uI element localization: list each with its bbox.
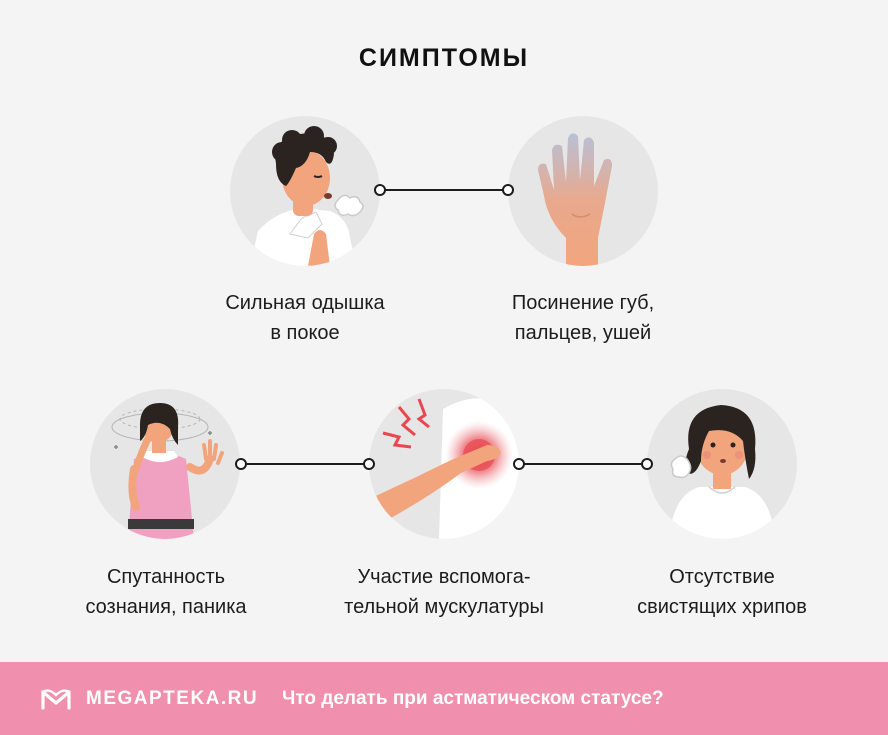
- symptom-label-cyanosis: Посинение губ, пальцев, ушей: [463, 288, 703, 348]
- hand-icon: [538, 133, 612, 266]
- symptom-label-line: тельной мускулатуры: [344, 596, 544, 618]
- symptom-label-line: пальцев, ушей: [514, 322, 652, 344]
- symptom-label-line: Спутанность: [106, 566, 226, 588]
- symptom-label-confusion: Спутанность сознания, паника: [40, 562, 292, 622]
- symptom-label-line: в покое: [270, 322, 340, 344]
- connector-dot: [513, 458, 525, 470]
- symptom-label-line: Отсутствие: [669, 566, 775, 588]
- footer-article-link[interactable]: Что делать при астматическом статусе?: [282, 688, 664, 709]
- symptom-image-cyanosis: [508, 116, 658, 266]
- breathless-man-icon: [250, 126, 364, 266]
- symptom-label-breathlessness: Сильная одышка в покое: [185, 288, 425, 348]
- connector-line-bottom-right: [519, 463, 647, 465]
- symptom-label-line: Участие вспомога-: [357, 566, 531, 588]
- symptom-image-breathlessness: [230, 116, 380, 266]
- footer-bar: MEGAPTEKA.RU Что делать при астматическо…: [0, 662, 888, 735]
- page-title: СИМПТОМЫ: [358, 44, 530, 72]
- symptom-label-no-wheezing: Отсутствие свистящих хрипов: [598, 562, 846, 622]
- connector-dot: [641, 458, 653, 470]
- symptom-image-confusion: [90, 389, 240, 539]
- dizzy-woman-icon: [111, 403, 224, 539]
- connector-line-top: [380, 189, 508, 191]
- symptom-label-line: Сильная одышка: [225, 292, 385, 314]
- symptom-image-accessory-muscles: [369, 389, 519, 539]
- megapteka-logo-icon[interactable]: [40, 686, 72, 712]
- chest-pain-icon: [369, 398, 519, 539]
- connector-line-bottom-left: [241, 463, 369, 465]
- connector-dot: [235, 458, 247, 470]
- symptom-label-line: Посинение губ,: [511, 292, 655, 314]
- symptom-image-no-wheezing: [647, 389, 797, 539]
- symptom-label-line: свистящих хрипов: [637, 596, 807, 618]
- connector-dot: [363, 458, 375, 470]
- symptom-label-line: сознания, паника: [85, 596, 247, 618]
- connector-dot: [374, 184, 386, 196]
- connector-dot: [502, 184, 514, 196]
- brand-name[interactable]: MEGAPTEKA.RU: [86, 688, 259, 709]
- symptom-label-accessory-muscles: Участие вспомога- тельной мускулатуры: [309, 562, 579, 622]
- girl-breathing-icon: [669, 405, 775, 539]
